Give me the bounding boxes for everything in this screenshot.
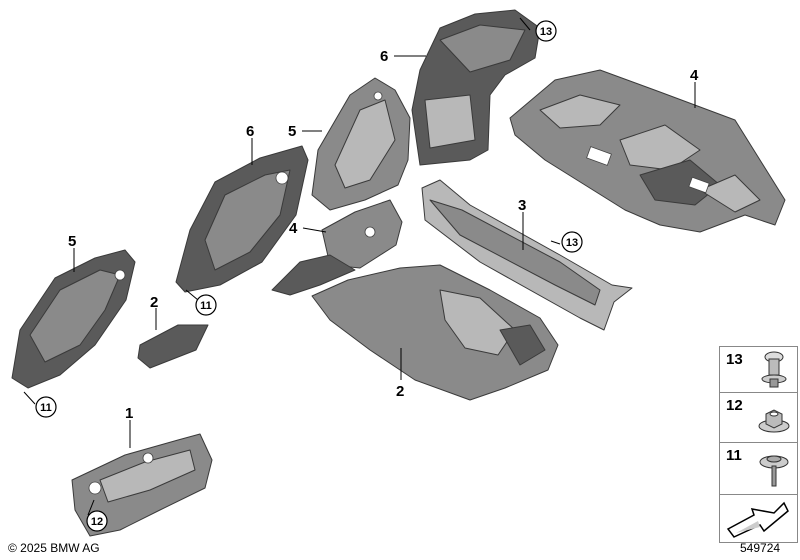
part-5-side-panel-upper — [311, 77, 411, 211]
circled-callout-13-top: 13 — [535, 20, 557, 42]
part-6-upper-trim — [411, 9, 541, 166]
screw-with-washer-icon — [759, 455, 789, 487]
legend-row-11: 11 — [720, 443, 797, 495]
fastener-legend: 13 12 11 — [719, 346, 798, 543]
callout-4-shelf: 4 — [690, 67, 699, 84]
circled-callout-11-left: 11 — [35, 396, 57, 418]
legend-row-direction — [720, 495, 797, 542]
part-2-floor-panel — [311, 264, 559, 401]
svg-text:11: 11 — [40, 402, 52, 414]
svg-text:12: 12 — [91, 516, 103, 528]
legend-label-11: 11 — [726, 447, 742, 464]
part-4-rear-shelf — [509, 69, 786, 233]
expanding-rivet-icon — [761, 351, 787, 388]
circled-callout-12: 12 — [86, 510, 108, 532]
svg-text:13: 13 — [540, 26, 552, 38]
callout-1: 1 — [125, 405, 133, 422]
callout-5-upper: 5 — [288, 123, 296, 140]
legend-row-13: 13 — [720, 347, 797, 393]
legend-label-12: 12 — [726, 397, 743, 414]
circled-callout-13-crossmember: 13 — [561, 231, 583, 253]
svg-text:13: 13 — [566, 237, 578, 249]
vehicle-direction-arrow-icon — [726, 501, 789, 538]
circled-callout-11-door: 11 — [195, 294, 217, 316]
callout-2-floor: 2 — [396, 383, 404, 400]
part-1-heat-shield — [71, 433, 213, 537]
copyright-text: © 2025 BMW AG — [8, 541, 100, 555]
callout-5-left: 5 — [68, 233, 76, 250]
callout-3: 3 — [518, 197, 526, 214]
legend-label-13: 13 — [726, 351, 743, 368]
callout-6-door: 6 — [246, 123, 254, 140]
part-3-cross-member — [421, 179, 633, 331]
part-2-small-insulator — [137, 324, 209, 369]
part-5-door-panel-left — [11, 249, 136, 389]
leader-lines — [23, 17, 696, 516]
part-6-door-panel — [175, 145, 309, 293]
hex-nut-with-washer-icon — [758, 409, 790, 433]
callout-4-bracket: 4 — [289, 220, 298, 237]
callout-2-small: 2 — [150, 294, 158, 311]
svg-text:11: 11 — [200, 300, 212, 312]
legend-row-12: 12 — [720, 393, 797, 443]
part-4-bracket — [271, 199, 403, 296]
callout-6-top: 6 — [380, 48, 388, 65]
image-number: 549724 — [740, 541, 781, 555]
